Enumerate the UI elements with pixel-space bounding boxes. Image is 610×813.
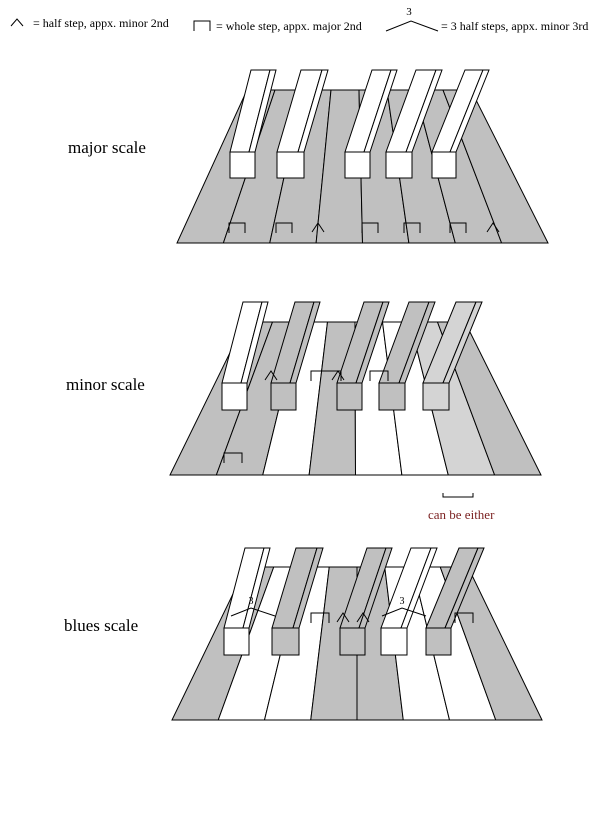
whole-step-mark [275, 222, 293, 233]
black-key [336, 301, 390, 411]
half-step-mark [356, 612, 370, 623]
black-key [276, 69, 329, 179]
minor-scale-label: minor scale [66, 375, 145, 394]
whole-step-mark [449, 222, 467, 233]
black-key [422, 301, 483, 411]
half-step-mark [336, 612, 350, 623]
half-step-mark [331, 370, 345, 381]
three-half-step-mark [230, 607, 276, 617]
legend: = half step, appx. minor 2nd = whole ste… [10, 6, 588, 33]
half-step-mark [264, 370, 278, 381]
blues-scale-label: blues scale [64, 616, 138, 635]
legend-half-step: = half step, appx. minor 2nd [33, 16, 169, 30]
half-step-symbol [10, 18, 24, 27]
black-key [380, 547, 438, 656]
whole-step-mark [310, 612, 330, 623]
half-step-mark [311, 222, 325, 233]
black-key [229, 69, 277, 179]
black-key [339, 547, 393, 656]
legend-whole-step: = whole step, appx. major 2nd [216, 19, 362, 33]
black-key [344, 69, 398, 179]
black-key [431, 69, 490, 179]
black-key [378, 301, 436, 411]
black-key [425, 547, 485, 656]
legend-three-half-steps: = 3 half steps, appx. minor 3rd [441, 19, 588, 33]
three-half-step-mark [381, 607, 427, 617]
three-label: 3 [249, 596, 254, 607]
whole-step-mark [369, 370, 389, 381]
three-label: 3 [400, 596, 405, 607]
can-be-either-note: can be either [428, 507, 495, 522]
whole-step-mark [228, 222, 246, 233]
whole-step-mark [403, 222, 421, 233]
three-half-step-symbol [385, 20, 439, 32]
minor-scale-keyboard [169, 301, 542, 476]
half-step-mark [486, 222, 500, 233]
black-key [221, 301, 269, 411]
whole-step-mark [361, 222, 379, 233]
major-scale-keyboard [176, 69, 549, 244]
whole-step-mark [223, 452, 243, 463]
black-key [271, 547, 324, 656]
either-bracket [442, 493, 474, 498]
legend-three-label: 3 [406, 6, 412, 18]
black-key [385, 69, 443, 179]
whole-step-symbol [193, 20, 211, 31]
black-key [270, 301, 321, 411]
whole-step-mark [454, 612, 474, 623]
major-scale-label: major scale [68, 138, 146, 157]
